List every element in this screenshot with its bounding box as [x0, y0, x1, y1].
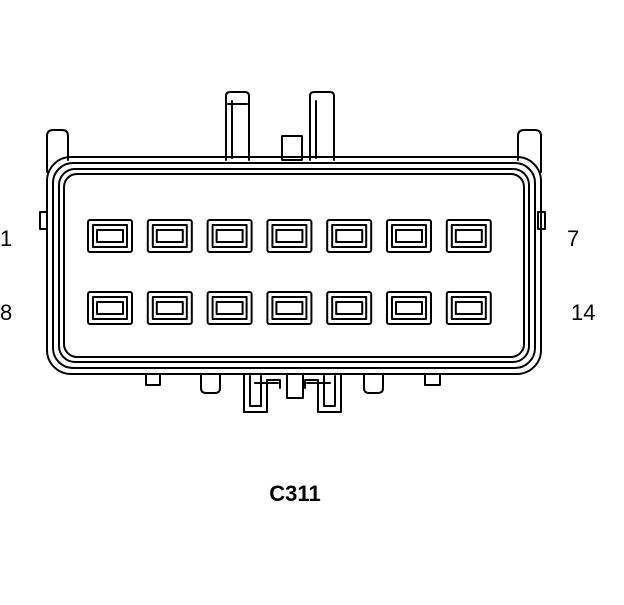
side-rail-left — [46, 129, 69, 173]
pin-cavity-12 — [326, 291, 373, 325]
pin-cavity-7 — [445, 219, 492, 253]
pin-label-14: 14 — [571, 300, 596, 325]
connector-id-label: C311 — [269, 481, 321, 506]
latch-tab-left — [225, 91, 250, 161]
bottom-stud-2 — [200, 373, 221, 394]
pin-cavity-14 — [445, 291, 492, 325]
pin-cavity-2 — [146, 219, 193, 253]
pin-label-8: 8 — [0, 300, 13, 325]
latch-tab-right — [309, 91, 335, 161]
pin-label-1: 1 — [0, 226, 13, 251]
pin-cavity-13 — [386, 291, 432, 325]
pin-label-7: 7 — [567, 226, 580, 251]
bottom-stud-1 — [145, 373, 161, 386]
bottom-stud-3 — [363, 373, 384, 394]
pin-cavity-3 — [206, 219, 253, 253]
pin-cavity-5 — [326, 219, 373, 253]
key-post — [281, 135, 303, 161]
pin-cavity-4 — [266, 219, 313, 253]
pin-cavity-11 — [266, 291, 313, 325]
connector-housing — [46, 156, 542, 375]
side-rail-right — [517, 129, 542, 173]
pin-cavity-9 — [146, 291, 193, 325]
lock-clip — [243, 373, 342, 413]
bottom-stud-4 — [424, 373, 441, 386]
side-nub-left — [39, 211, 48, 230]
pin-cavity-8 — [87, 291, 133, 325]
pin-cavity-6 — [386, 219, 432, 253]
pin-cavity-10 — [206, 291, 253, 325]
pin-cavity-1 — [87, 219, 133, 253]
